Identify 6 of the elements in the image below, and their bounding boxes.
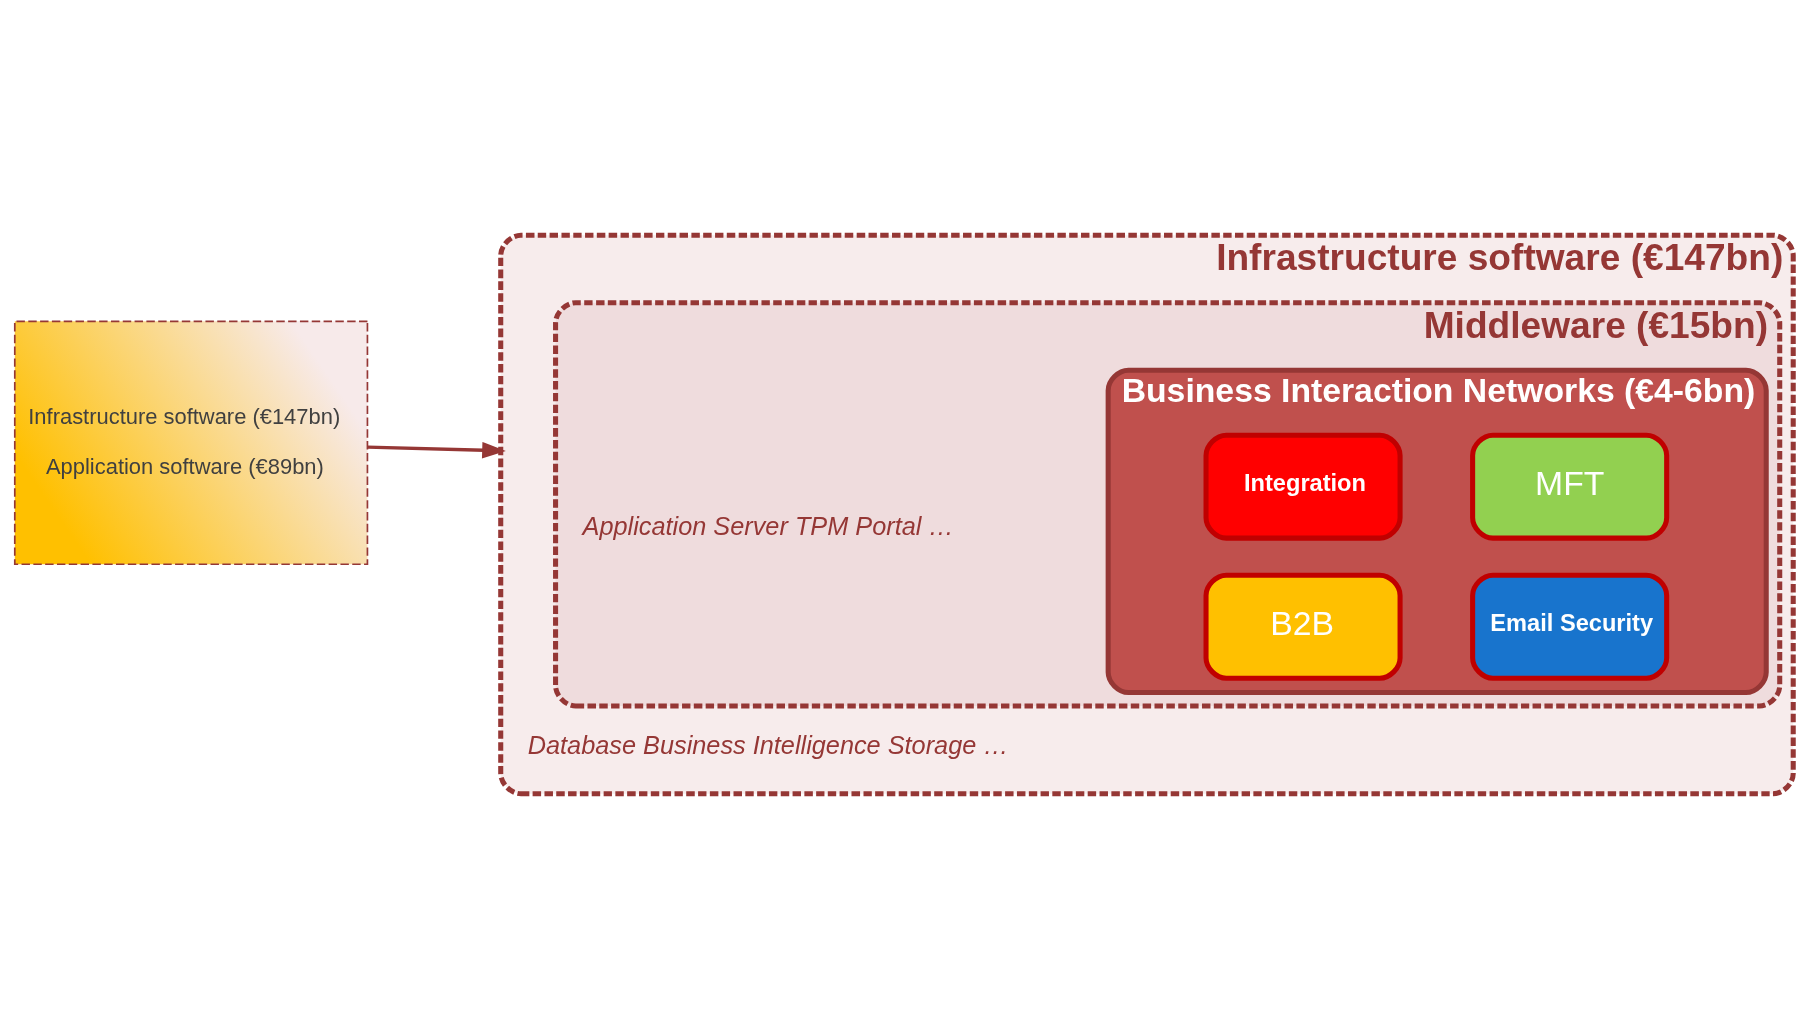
node-box: Infrastructure software (€147bn) Application software (€89bn) <box>13 320 369 566</box>
node-box: Email Security <box>1470 572 1670 681</box>
node-box: MFT <box>1470 432 1670 541</box>
node-box: B2B <box>1203 572 1403 681</box>
arrow <box>367 441 506 459</box>
node-box: Integration <box>1203 432 1403 541</box>
